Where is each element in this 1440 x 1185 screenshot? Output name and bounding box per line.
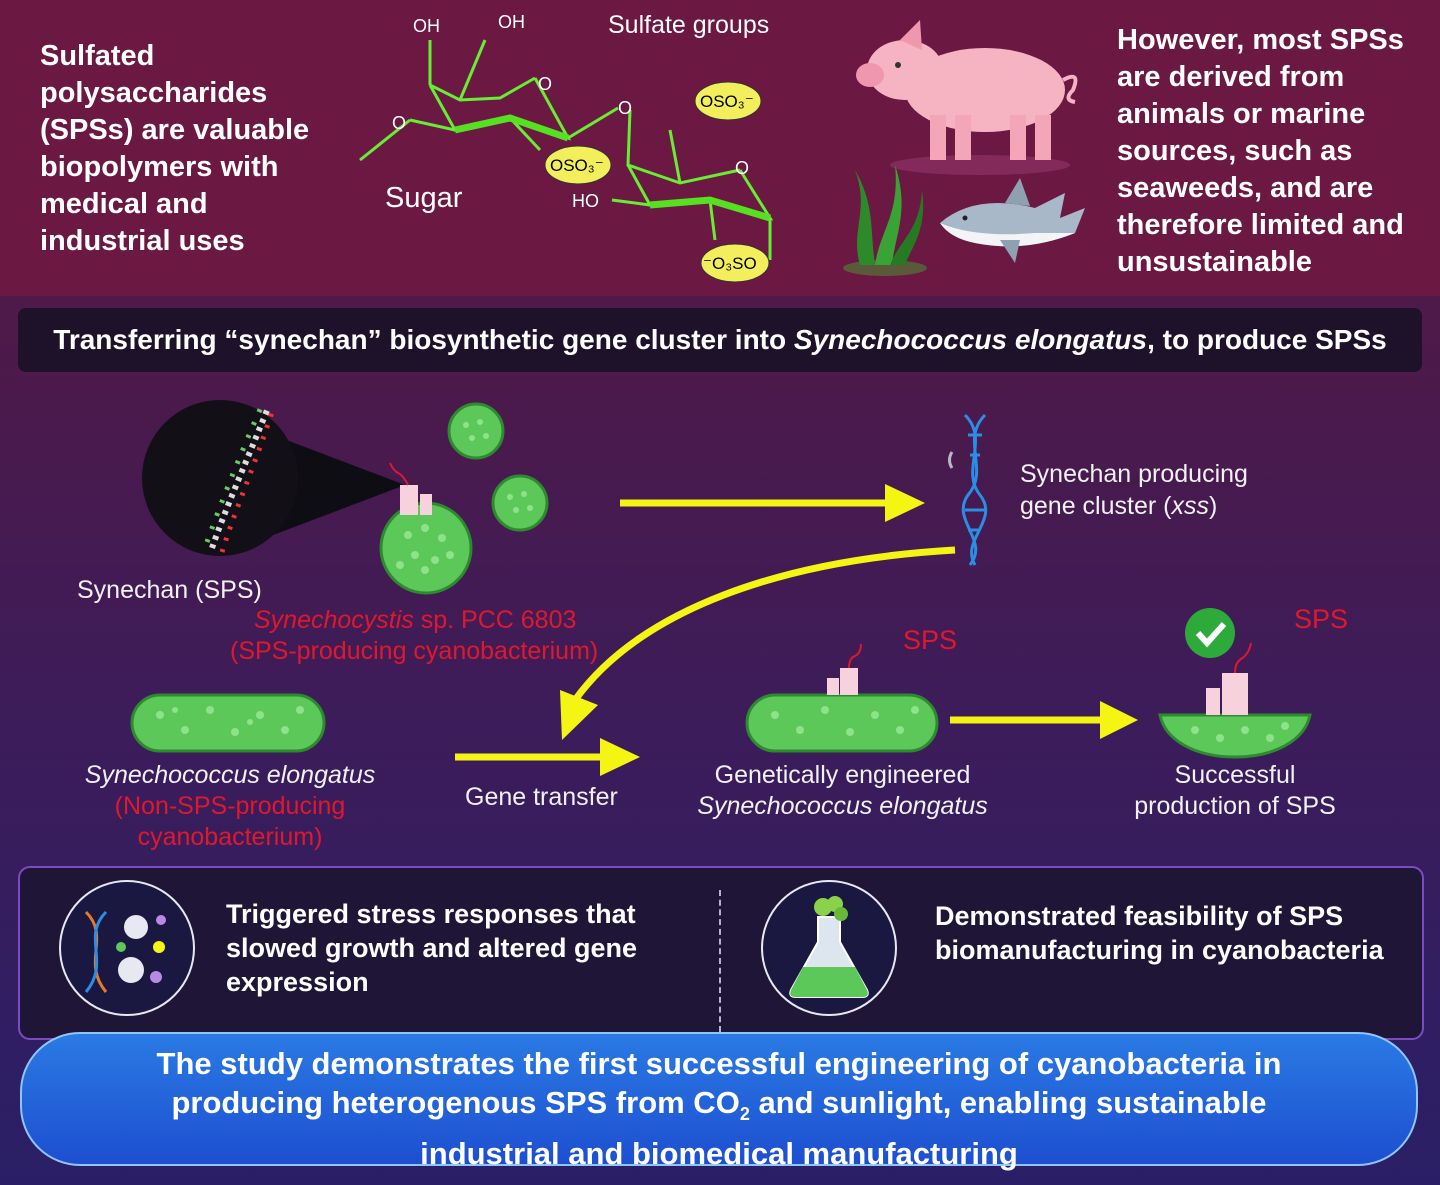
synechocystis-genus: Synechocystis xyxy=(254,606,414,634)
o3so-label: ⁻O₃SO xyxy=(703,254,757,273)
synechocystis-strain: sp. PCC 6803 xyxy=(413,606,577,634)
conclusion-banner: The study demonstrates the first success… xyxy=(20,1032,1418,1171)
sps-tag-engineered: SPS xyxy=(903,625,958,655)
oh-label-1: OH xyxy=(413,16,440,36)
gene-cluster-label: Synechan producing gene cluster (xss) xyxy=(1020,458,1248,522)
ring-oxygen-2: O xyxy=(735,158,749,178)
engineered-label: Genetically engineered Synechococcus elo… xyxy=(680,760,1005,822)
conclusion-line2-b: and sunlight, enabling sustainable xyxy=(749,1085,1267,1120)
gene-cluster-abbr: xss xyxy=(1171,492,1209,520)
link-oxygen: O xyxy=(618,98,632,118)
engineered-line1: Genetically engineered xyxy=(714,761,971,789)
synechococcus-rod-cell xyxy=(130,693,326,753)
sugar-label: Sugar xyxy=(385,182,463,214)
engineered-line2: Synechococcus elongatus xyxy=(697,792,988,820)
elongatus-name: Synechococcus elongatus xyxy=(84,761,376,789)
banner-suffix: , to produce SPSs xyxy=(1147,324,1387,355)
conclusion-line2-a: producing heterogenous SPS from CO xyxy=(171,1085,740,1120)
finding-feasibility-text: Demonstrated feasibility of SPS biomanuf… xyxy=(935,901,1384,965)
gene-transfer-label: Gene transfer xyxy=(465,783,618,811)
seaweed-icon xyxy=(843,165,927,276)
arrow-to-gene-cluster xyxy=(620,484,925,522)
dna-helix-icon xyxy=(948,413,988,566)
synechan-label: Synechan (SPS) xyxy=(77,576,262,604)
findings-divider xyxy=(719,890,721,1032)
stress-response-badge xyxy=(59,880,195,1016)
gene-cluster-line2-suffix: ) xyxy=(1208,492,1218,520)
left-oxygen: O xyxy=(392,113,406,133)
gene-cluster-line1: Synechan producing xyxy=(1020,460,1248,488)
source-limitations-text: However, most SPSs are derived from anim… xyxy=(1117,24,1404,278)
synechan-zoom-circle xyxy=(142,400,298,556)
success-line2: production of SPS xyxy=(1134,792,1336,820)
arrow-to-success xyxy=(950,701,1138,739)
success-line1: Successful xyxy=(1174,761,1296,789)
ring-oxygen-1: O xyxy=(538,74,552,94)
oso3-label-a: OSO₃⁻ xyxy=(700,92,754,111)
synechocystis-cell-small-1 xyxy=(447,402,505,460)
synechocystis-label: Synechocystis sp. PCC 6803 xyxy=(254,606,576,635)
ho-label: HO xyxy=(572,191,599,211)
conclusion-line2: producing heterogenous SPS from CO2 and … xyxy=(22,1083,1416,1134)
sulfate-groups-label: Sulfate groups xyxy=(608,11,769,39)
engineered-rod-cell xyxy=(745,643,939,753)
elongatus-desc-2: cyanobacterium) xyxy=(137,823,323,851)
conclusion-co2-subscript: 2 xyxy=(739,1104,750,1125)
intro-text: Sulfated polysaccharides (SPSs) are valu… xyxy=(40,40,310,257)
oso3-label-b: OSO₃⁻ xyxy=(550,156,604,175)
sulfated-sugar-structure: OH OH O O O O HO Sulfate groups Sugar OS… xyxy=(359,11,774,283)
process-banner: Transferring “synechan” biosynthetic gen… xyxy=(18,308,1422,372)
success-label: Successful production of SPS xyxy=(1115,760,1355,822)
gene-transfer-arrow xyxy=(455,738,640,776)
shark-icon xyxy=(940,178,1085,263)
synechocystis-cell-small-2 xyxy=(491,474,549,532)
curved-arrow-to-transfer xyxy=(560,546,956,740)
sps-tag-success: SPS xyxy=(1294,604,1349,634)
dna-cells-icon xyxy=(84,910,166,993)
process-diagram xyxy=(130,400,1312,776)
pig-icon xyxy=(856,20,1078,175)
conclusion-line1: The study demonstrates the first success… xyxy=(156,1046,1282,1081)
synechocystis-cell-large xyxy=(379,501,473,595)
elongatus-desc-1: (Non-SPS-producing xyxy=(114,792,346,820)
oh-label-2: OH xyxy=(498,12,525,32)
conclusion-line3: industrial and biomedical manufacturing xyxy=(420,1136,1018,1172)
flask-icon xyxy=(789,896,869,998)
banner-prefix: Transferring “synechan” biosynthetic gen… xyxy=(53,324,794,355)
gene-cluster-line2-prefix: gene cluster ( xyxy=(1020,492,1172,520)
checkmark-icon xyxy=(1185,608,1235,658)
banner-organism: Synechococcus elongatus xyxy=(793,324,1148,355)
elongatus-label: Synechococcus elongatus (Non-SPS-produci… xyxy=(60,760,400,853)
synechan-polymer-icon xyxy=(204,403,275,553)
finding-stress-text: Triggered stress responses that slowed g… xyxy=(226,899,638,997)
success-cell-icon xyxy=(1158,642,1312,759)
synechocystis-description: (SPS-producing cyanobacterium) xyxy=(230,637,599,665)
findings-panel xyxy=(18,866,1424,1040)
flask-badge xyxy=(761,880,897,1016)
